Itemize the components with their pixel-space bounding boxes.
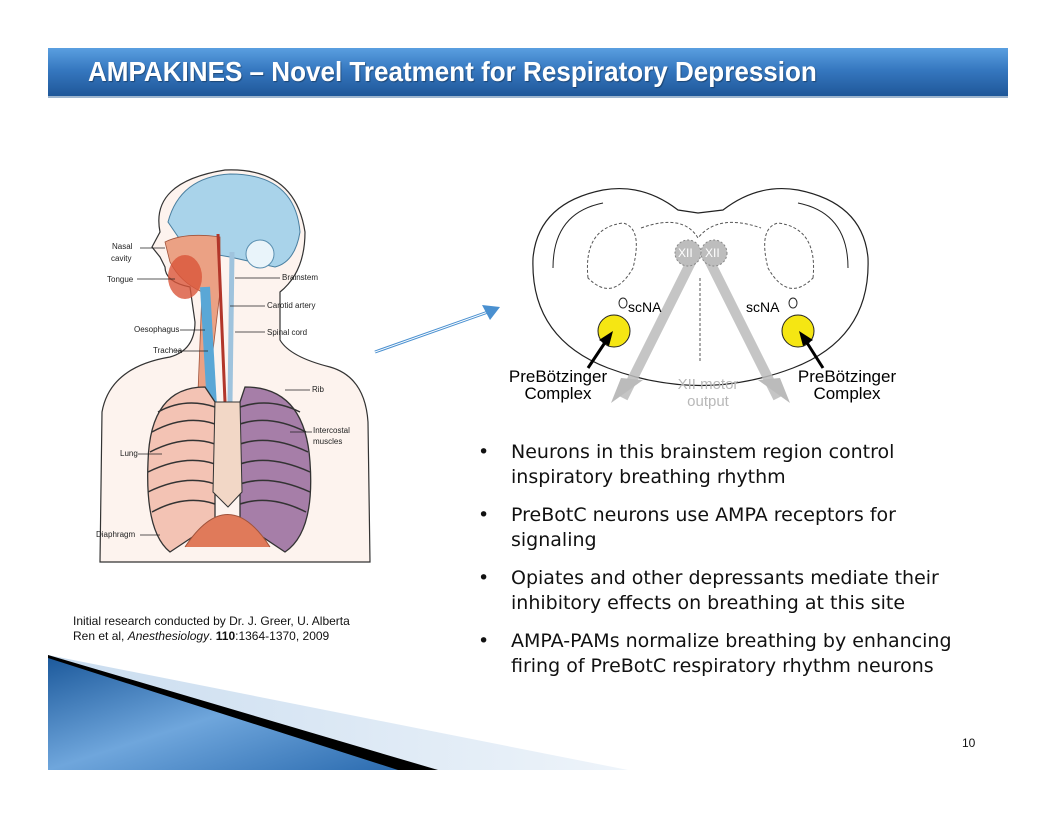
- label-rib: Rib: [312, 385, 325, 394]
- pointer-arrow-icon: [374, 305, 500, 354]
- anatomy-illustration: [99, 169, 371, 563]
- bullet-marker: •: [478, 441, 490, 463]
- xii-left-label: XII: [678, 246, 693, 260]
- respiratory-anatomy-figure: Nasal cavity Tongue Brainstem Carotid ar…: [90, 162, 380, 567]
- xii-right-label: XII: [705, 246, 720, 260]
- decorative-swoosh: [48, 655, 628, 770]
- label-lung: Lung: [120, 449, 138, 458]
- label-nasal: Nasal: [112, 242, 133, 251]
- citation-line1: Initial research conducted by Dr. J. Gre…: [73, 614, 350, 628]
- citation-journal: Anesthesiology: [127, 629, 210, 643]
- bullet-text: PreBotC neurons use AMPA receptors for s…: [511, 504, 896, 551]
- prebotzinger-left-label: PreBötzinger Complex: [498, 368, 618, 402]
- page-number: 10: [962, 736, 976, 750]
- prebotzinger-left-line1: PreBötzinger: [508, 367, 608, 386]
- bullet-marker: •: [478, 567, 490, 589]
- citation: Initial research conducted by Dr. J. Gre…: [73, 614, 350, 644]
- prebotzinger-right-line1: PreBötzinger: [797, 367, 897, 386]
- label-oesophagus: Oesophagus: [134, 325, 180, 334]
- citation-volume: 110: [215, 629, 236, 643]
- citation-authors: Ren et al,: [73, 629, 128, 643]
- citation-line2: Ren et al, Anesthesiology. 110:1364-1370…: [73, 629, 350, 644]
- brainstem-outline: [532, 187, 869, 403]
- bullet-item: • Opiates and other depressants mediate t…: [478, 566, 978, 616]
- bullet-item: • Neurons in this brainstem region contro…: [478, 440, 978, 490]
- label-cavity: cavity: [111, 254, 132, 263]
- scna-left-label: scNA: [628, 299, 662, 315]
- prebotzinger-left-line2: Complex: [524, 384, 592, 403]
- label-brainstem: Brainstem: [282, 273, 319, 282]
- motor-line1: XII motor: [677, 376, 739, 393]
- label-trachea: Trachea: [153, 346, 183, 355]
- bullet-marker: •: [478, 630, 490, 652]
- label-intercostal: Intercostal: [313, 426, 350, 435]
- citation-sep: .: [209, 629, 216, 643]
- label-diaphragm: Diaphragm: [96, 530, 136, 539]
- xii-motor-output-label: XII motor output: [658, 376, 758, 410]
- bullet-item: • AMPA-PAMs normalize breathing by enhanc…: [478, 629, 978, 679]
- brainstem-section-figure: XII XII scNA scNA PreBötzinger Complex P…: [493, 168, 908, 413]
- label-tongue: Tongue: [107, 275, 134, 284]
- prebotzinger-right-line2: Complex: [813, 384, 881, 403]
- bullet-text: AMPA-PAMs normalize breathing by enhanci…: [511, 630, 952, 677]
- scna-right-label: scNA: [746, 299, 780, 315]
- bullet-item: • PreBotC neurons use AMPA receptors for …: [478, 503, 978, 553]
- bullet-marker: •: [478, 504, 490, 526]
- citation-pages: :1364-1370, 2009: [235, 629, 330, 643]
- label-muscles: muscles: [313, 437, 343, 446]
- label-spinal-cord: Spinal cord: [267, 328, 308, 337]
- bullet-text: Opiates and other depressants mediate th…: [511, 567, 939, 614]
- bullet-list: • Neurons in this brainstem region contro…: [478, 440, 978, 692]
- bullet-text: Neurons in this brainstem region control…: [511, 441, 895, 488]
- prebotzinger-right-label: PreBötzinger Complex: [787, 368, 907, 402]
- slide-title: AMPAKINES – Novel Treatment for Respirat…: [88, 56, 817, 87]
- motor-line2: output: [687, 393, 729, 410]
- label-carotid: Carotid artery: [267, 301, 316, 310]
- title-bar: AMPAKINES – Novel Treatment for Respirat…: [48, 48, 1008, 98]
